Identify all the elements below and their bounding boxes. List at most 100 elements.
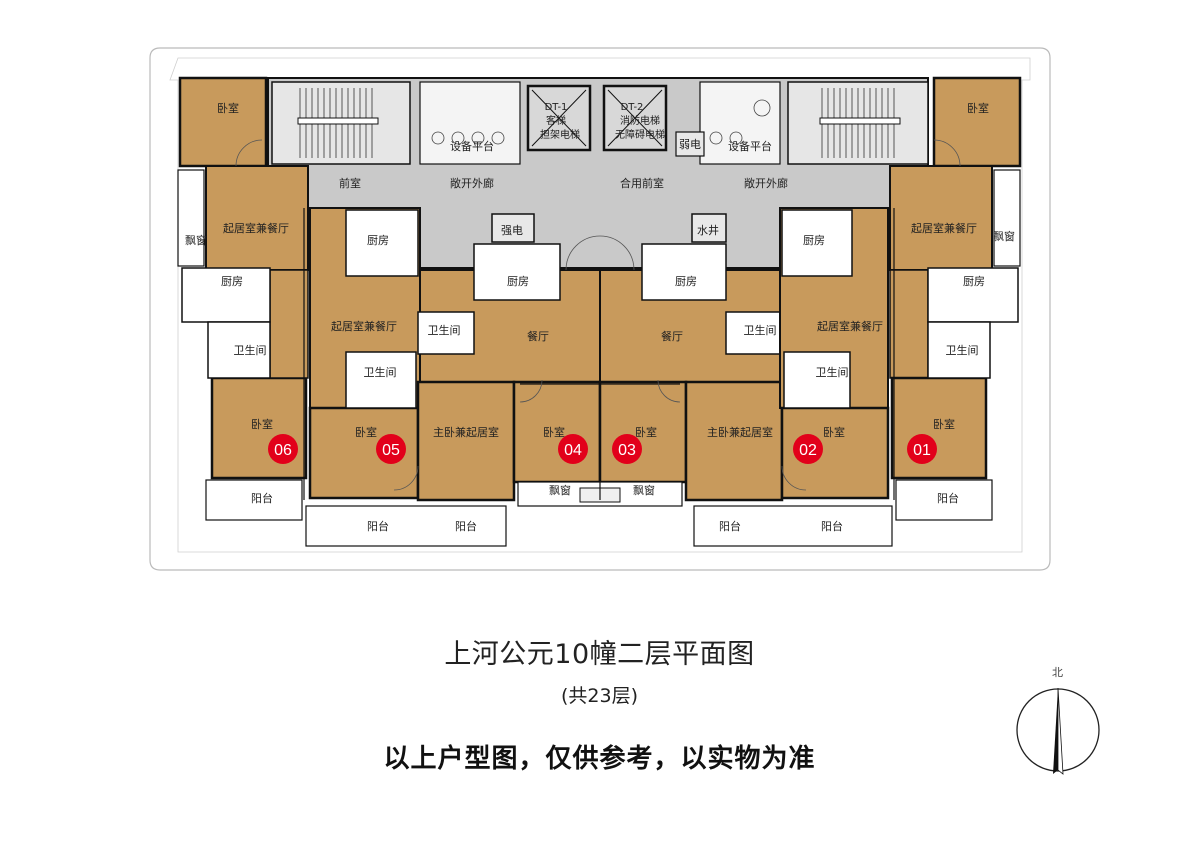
label-kitchen-05: 厨房	[367, 234, 389, 247]
label-kitchen-01: 厨房	[963, 275, 985, 288]
label-equip-left: 设备平台	[450, 139, 494, 153]
label-living-06: 起居室兼餐厅	[223, 221, 289, 235]
label-corridor-left: 敞开外廊	[450, 176, 494, 190]
label-weak-electric: 弱电	[679, 138, 701, 151]
label-corridor-right: 敞开外廊	[744, 176, 788, 190]
label-balcony-01: 阳台	[937, 491, 959, 505]
label-elevator-1-note: 担架电梯	[540, 128, 580, 141]
site-outline	[149, 47, 1051, 571]
label-bedroom-01: 卧室	[933, 417, 955, 431]
unit-badge-02: 02	[793, 434, 823, 464]
unit-04-bathroom	[417, 311, 475, 355]
label-kitchen-03: 厨房	[675, 275, 697, 288]
strong-electric-room	[491, 213, 535, 243]
label-bathroom-03: 卫生间	[744, 323, 777, 337]
floor-plan: 卧室 起居室兼餐厅 厨房 卫生间 卧室 阳台 飘窗 厨房 起居室兼餐厅 卫生间 …	[149, 47, 1051, 571]
unit-badge-01: 01	[907, 434, 937, 464]
label-anteroom: 前室	[339, 176, 361, 190]
label-balcony-02b: 阳台	[821, 519, 843, 533]
label-bathroom-02: 卫生间	[816, 365, 849, 379]
label-bay-01: 飘窗	[993, 229, 1015, 243]
label-bedroom-06: 卧室	[251, 417, 273, 431]
unit-06-balcony	[205, 479, 303, 521]
svg-text:02: 02	[799, 442, 817, 459]
unit-02-bathroom	[783, 351, 851, 409]
unit-02-kitchen	[781, 209, 853, 277]
label-elevator-2-note: 无障碍电梯	[615, 128, 665, 141]
stair-left	[271, 81, 411, 165]
label-elevator-2-type: 消防电梯	[620, 114, 660, 127]
label-elevator-1-type: 客梯	[546, 114, 566, 127]
label-balcony-06: 阳台	[251, 491, 273, 505]
label-living-05: 起居室兼餐厅	[331, 319, 397, 333]
label-master-03: 主卧兼起居室	[707, 425, 773, 439]
label-bedroom-04: 卧室	[543, 425, 565, 439]
unit-01-bathroom	[927, 321, 991, 379]
unit-04-bedroom	[512, 380, 602, 484]
unit-01-kitchen	[927, 267, 1019, 323]
elevator-2	[602, 84, 668, 152]
label-bathroom-05: 卫生间	[364, 365, 397, 379]
unit-06-bay-window	[177, 169, 205, 267]
water-well-room	[691, 213, 727, 243]
label-bathroom-04: 卫生间	[428, 323, 461, 337]
svg-text:03: 03	[618, 442, 636, 459]
unit-05-bathroom	[345, 351, 417, 409]
unit-02-balcony	[693, 505, 893, 547]
label-kitchen-02: 厨房	[803, 234, 825, 247]
north-arrow-icon	[1016, 687, 1100, 775]
equipment-platform-left	[419, 81, 521, 165]
label-elevator-1-id: DT-1	[545, 102, 568, 113]
north-label: 北	[1052, 666, 1063, 679]
unit-03-kitchen	[641, 243, 727, 301]
label-master-04: 主卧兼起居室	[433, 425, 499, 439]
unit-01-living-lower	[889, 269, 929, 379]
site-outline-inner	[169, 57, 1031, 553]
label-dining-04: 餐厅	[527, 329, 549, 343]
svg-text:06: 06	[274, 442, 292, 459]
label-bedroom-03: 卧室	[635, 425, 657, 439]
unit-badge-05: 05	[376, 434, 406, 464]
unit-01-bedroom-top	[932, 76, 1022, 168]
label-bedroom-01-top: 卧室	[967, 101, 989, 115]
unit-04-master	[416, 380, 516, 502]
plan-subtitle: (共23层)	[560, 685, 638, 707]
disclaimer-text: 以上户型图，仅供参考，以实物为准	[383, 744, 816, 774]
svg-text:01: 01	[913, 442, 931, 459]
label-equip-right: 设备平台	[728, 139, 772, 153]
unit-badge-04: 04	[558, 434, 588, 464]
label-balcony-02a: 阳台	[719, 519, 741, 533]
label-bedroom-06-top: 卧室	[217, 101, 239, 115]
elevator-1	[526, 84, 592, 152]
unit-badge-03: 03	[612, 434, 642, 464]
unit-01-living	[889, 165, 993, 271]
unit-01-bedroom	[890, 376, 988, 480]
label-bedroom-05: 卧室	[355, 425, 377, 439]
svg-text:05: 05	[382, 442, 400, 459]
unit-03-bathroom	[725, 311, 783, 355]
unit-03-master	[684, 380, 784, 502]
stair-right	[787, 81, 929, 165]
equipment-platform-right	[699, 81, 781, 165]
unit-badge-06: 06	[268, 434, 298, 464]
unit-06-bedroom-top	[178, 76, 268, 168]
label-bedroom-02: 卧室	[823, 425, 845, 439]
label-water-well: 水井	[697, 223, 719, 237]
label-kitchen-06: 厨房	[221, 275, 243, 288]
label-kitchen-04: 厨房	[507, 275, 529, 288]
label-bay-04: 飘窗	[549, 483, 571, 497]
label-elevator-2-id: DT-2	[621, 102, 644, 113]
unit-01-balcony	[895, 479, 993, 521]
label-living-02: 起居室兼餐厅	[817, 319, 883, 333]
label-dining-03: 餐厅	[661, 329, 683, 343]
corridor-band	[306, 170, 891, 208]
unit-04-kitchen	[473, 243, 561, 301]
label-bay-03: 飘窗	[633, 483, 655, 497]
label-bay-06: 飘窗	[185, 233, 207, 247]
unit-06-bathroom	[207, 321, 271, 379]
unit-05-kitchen	[345, 209, 419, 277]
label-bathroom-01: 卫生间	[946, 343, 979, 357]
label-balcony-05b: 阳台	[455, 519, 477, 533]
unit-05-balcony	[305, 505, 507, 547]
unit-06-living	[205, 165, 309, 271]
